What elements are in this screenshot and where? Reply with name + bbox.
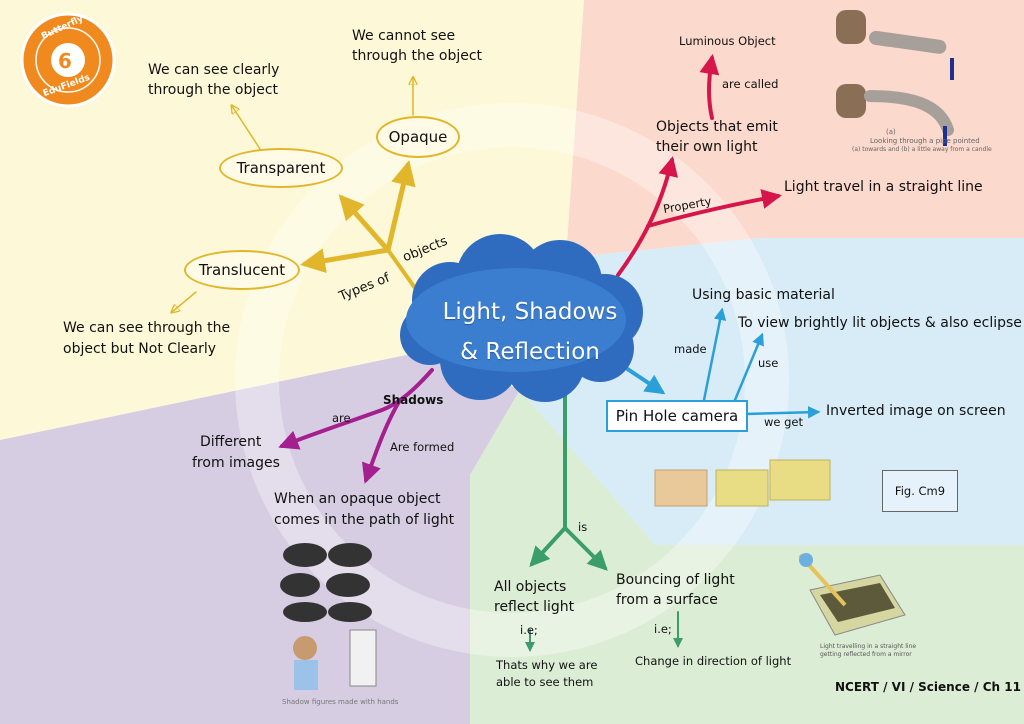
shadow-puppets-sketch <box>280 543 377 690</box>
shadow-photo-caption: Shadow figures made with hands <box>282 698 399 706</box>
all-objects-2: reflect light <box>494 599 575 615</box>
see-them-2: able to see them <box>496 675 594 689</box>
bouncing-1: Bouncing of light <box>616 572 735 588</box>
pipe-candle-sketch <box>836 10 954 146</box>
logo-seal <box>20 12 116 108</box>
pinhole-camera-label: Pin Hole camera <box>615 407 739 425</box>
view-eclipse-text: To view brightly lit objects & also ecli… <box>738 315 1022 331</box>
pinhole-camera-node: Pin Hole camera <box>606 400 748 432</box>
transparent-label: Transparent <box>236 159 326 177</box>
basic-material-text: Using basic material <box>692 287 835 303</box>
translucent-desc-2: object but Not Clearly <box>63 341 217 357</box>
different-images-1: Different <box>200 434 262 450</box>
translucent-label: Translucent <box>198 261 286 279</box>
translucent-node: Translucent <box>184 250 300 290</box>
central-cloud <box>400 234 643 402</box>
emit-light-1: Objects that emit <box>656 119 778 135</box>
translucent-desc-1: We can see through the <box>63 320 231 336</box>
region-light <box>566 0 1024 258</box>
different-images-2: from images <box>192 455 280 471</box>
luminous-object: Luminous Object <box>679 34 776 48</box>
emit-light-2: their own light <box>656 139 758 155</box>
use-label: use <box>758 356 779 370</box>
pipe-caption-2: Looking through a pipe pointed <box>870 137 980 145</box>
opaque-path-1: When an opaque object <box>274 491 441 507</box>
figure-label-box: Fig. Cm9 <box>882 470 958 512</box>
see-them-1: Thats why we are <box>496 658 598 672</box>
mirror-caption-2: getting reflected from a mirror <box>820 651 912 658</box>
opaque-desc-1: We cannot see <box>352 28 456 44</box>
transparent-node: Transparent <box>219 148 343 188</box>
mirror-caption-1: Light travelling in a straight line <box>820 643 917 650</box>
straight-line-text: Light travel in a straight line <box>784 179 983 195</box>
made-label: made <box>674 342 707 356</box>
are-called-label: are called <box>722 77 779 91</box>
opaque-path-2: comes in the path of light <box>274 512 455 528</box>
central-title-line2: & Reflection <box>460 339 600 365</box>
opaque-desc-2: through the object <box>352 48 483 64</box>
pipe-caption-3: (a) towards and (b) a little away from a… <box>852 146 992 153</box>
all-objects-1: All objects <box>494 579 567 595</box>
change-direction: Change in direction of light <box>635 654 792 668</box>
figure-label: Fig. Cm9 <box>894 484 946 498</box>
ie-label-right: i.e; <box>654 622 672 636</box>
central-title-line1: Light, Shadows <box>442 299 618 325</box>
transparent-desc-2: through the object <box>148 82 279 98</box>
transparent-desc-1: We can see clearly <box>148 62 280 78</box>
are-label: are <box>332 411 351 425</box>
mirror-sketch <box>798 553 906 636</box>
pipe-caption-1: (a) <box>886 128 896 136</box>
are-formed-label: Are formed <box>390 440 455 454</box>
ie-label-left: i.e; <box>520 623 538 637</box>
bouncing-2: from a surface <box>616 592 718 608</box>
watermark <box>235 103 789 657</box>
shadows-label: Shadows <box>383 393 444 407</box>
pinhole-box-sketches <box>654 459 831 507</box>
logo-number: 6 <box>58 49 72 73</box>
opaque-label: Opaque <box>388 128 448 146</box>
region-shadows <box>0 350 520 724</box>
inverted-image-text: Inverted image on screen <box>826 403 1006 419</box>
opaque-node: Opaque <box>376 116 460 158</box>
we-get-label: we get <box>764 415 804 429</box>
footer-reference: NCERT / VI / Science / Ch 11 <box>835 680 1021 694</box>
is-label: is <box>578 520 588 534</box>
